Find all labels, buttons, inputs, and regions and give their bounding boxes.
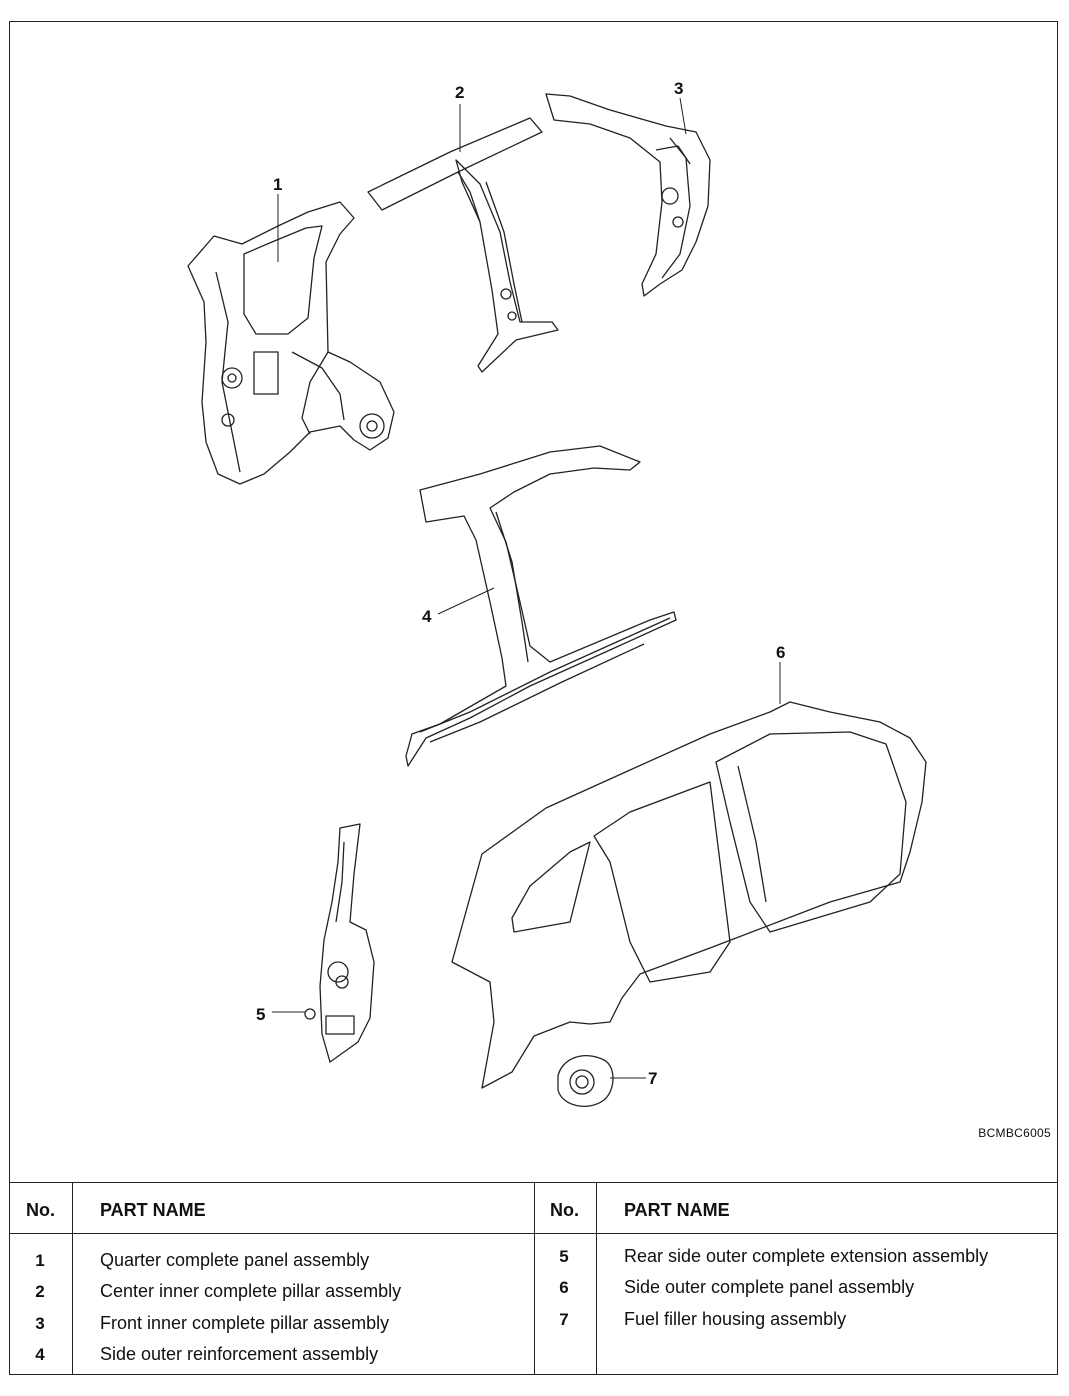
part-2-center-pillar bbox=[367, 117, 559, 373]
header-part-name-right: PART NAME bbox=[624, 1200, 730, 1220]
callout-4: 4 bbox=[422, 607, 432, 626]
part-number: 3 bbox=[35, 1314, 45, 1333]
exploded-parts-diagram: 1 2 3 4 6 5 7 BCMBC6005 bbox=[10, 22, 1059, 1182]
part-number: 2 bbox=[35, 1282, 45, 1301]
part-name: Rear side outer complete extension assem… bbox=[624, 1246, 989, 1266]
part-name: Side outer reinforcement assembly bbox=[100, 1344, 379, 1364]
part-name: Side outer complete panel assembly bbox=[624, 1277, 915, 1297]
column-divider bbox=[72, 1183, 73, 1375]
part-5-rear-extension bbox=[304, 823, 375, 1063]
part-number: 4 bbox=[35, 1345, 45, 1364]
part-name: Center inner complete pillar assembly bbox=[100, 1281, 402, 1301]
figure-code: BCMBC6005 bbox=[978, 1126, 1051, 1140]
part-number: 5 bbox=[559, 1247, 569, 1266]
header-part-name-left: PART NAME bbox=[100, 1200, 206, 1220]
callout-1: 1 bbox=[273, 175, 283, 194]
part-name: Quarter complete panel assembly bbox=[100, 1250, 370, 1270]
part-number: 6 bbox=[559, 1278, 569, 1297]
part-number: 7 bbox=[559, 1310, 569, 1329]
part-3-front-pillar bbox=[545, 93, 711, 297]
callout-6: 6 bbox=[776, 643, 786, 662]
parts-illustration bbox=[187, 93, 927, 1107]
part-1-quarter-panel bbox=[187, 201, 395, 485]
callout-3: 3 bbox=[674, 79, 684, 98]
column-divider bbox=[534, 1183, 535, 1375]
callout-5: 5 bbox=[256, 1005, 266, 1024]
part-name: Front inner complete pillar assembly bbox=[100, 1313, 390, 1333]
part-4-side-reinforcement bbox=[405, 445, 677, 767]
header-no-right: No. bbox=[550, 1200, 579, 1220]
part-number: 1 bbox=[35, 1251, 45, 1270]
callout-2: 2 bbox=[455, 83, 465, 102]
header-no-left: No. bbox=[26, 1200, 55, 1220]
column-divider bbox=[596, 1183, 597, 1375]
part-6-side-outer-panel bbox=[451, 701, 927, 1089]
figure-frame: 1 2 3 4 6 5 7 BCMBC6005 No. PART NAME No… bbox=[9, 21, 1058, 1375]
part-7-fuel-filler-housing bbox=[557, 1055, 614, 1107]
header-divider bbox=[10, 1233, 1057, 1234]
part-name: Fuel filler housing assembly bbox=[624, 1309, 847, 1329]
callout-7: 7 bbox=[648, 1069, 658, 1088]
parts-legend-table: No. PART NAME No. PART NAME 1 Quarter co… bbox=[10, 1182, 1057, 1375]
